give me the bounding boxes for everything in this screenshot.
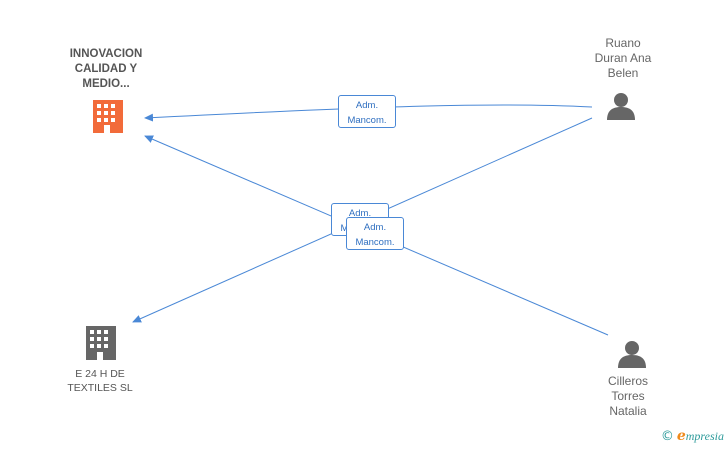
copyright-symbol: © bbox=[660, 429, 674, 444]
brand-initial: e bbox=[676, 428, 686, 444]
label-line: CALIDAD Y bbox=[74, 63, 138, 75]
edge-label-line: Adm. bbox=[363, 222, 387, 233]
empresia-logo: ©empresia bbox=[661, 428, 724, 444]
office-building-icon[interactable] bbox=[86, 326, 116, 360]
edge-label-line: Adm. bbox=[348, 208, 372, 219]
office-building-icon[interactable] bbox=[93, 100, 123, 133]
company-other-label[interactable]: E 24 H DE TEXTILES SL bbox=[50, 367, 150, 395]
label-line: TEXTILES SL bbox=[67, 382, 133, 394]
label-line: Natalia bbox=[609, 404, 647, 418]
person-icon[interactable] bbox=[618, 341, 646, 368]
edge-label-line: Mancom. bbox=[355, 237, 395, 248]
brand-name: mpresia bbox=[685, 429, 724, 443]
label-line: Cilleros bbox=[607, 374, 648, 388]
edge-label-person2-company-main[interactable]: Adm. Mancom. bbox=[346, 217, 404, 250]
label-line: Ruano bbox=[605, 36, 641, 50]
person-2-label[interactable]: Cilleros Torres Natalia bbox=[588, 374, 668, 419]
label-line: E 24 H DE bbox=[75, 368, 125, 380]
edge-label-line: Adm. bbox=[355, 100, 379, 111]
label-line: MEDIO... bbox=[82, 78, 130, 90]
label-line: Duran Ana bbox=[594, 51, 652, 65]
label-line: INNOVACION bbox=[69, 48, 143, 60]
edge-label-line: Mancom. bbox=[347, 115, 387, 126]
edge-label-person1-company-main[interactable]: Adm. Mancom. bbox=[338, 95, 396, 128]
edge-person1-to-company-main bbox=[144, 104, 593, 122]
company-main-label[interactable]: INNOVACION CALIDAD Y MEDIO... bbox=[58, 47, 154, 92]
person-1-label[interactable]: Ruano Duran Ana Belen bbox=[578, 36, 668, 81]
person-icon[interactable] bbox=[607, 93, 635, 120]
label-line: Belen bbox=[607, 66, 639, 80]
label-line: Torres bbox=[611, 389, 645, 403]
